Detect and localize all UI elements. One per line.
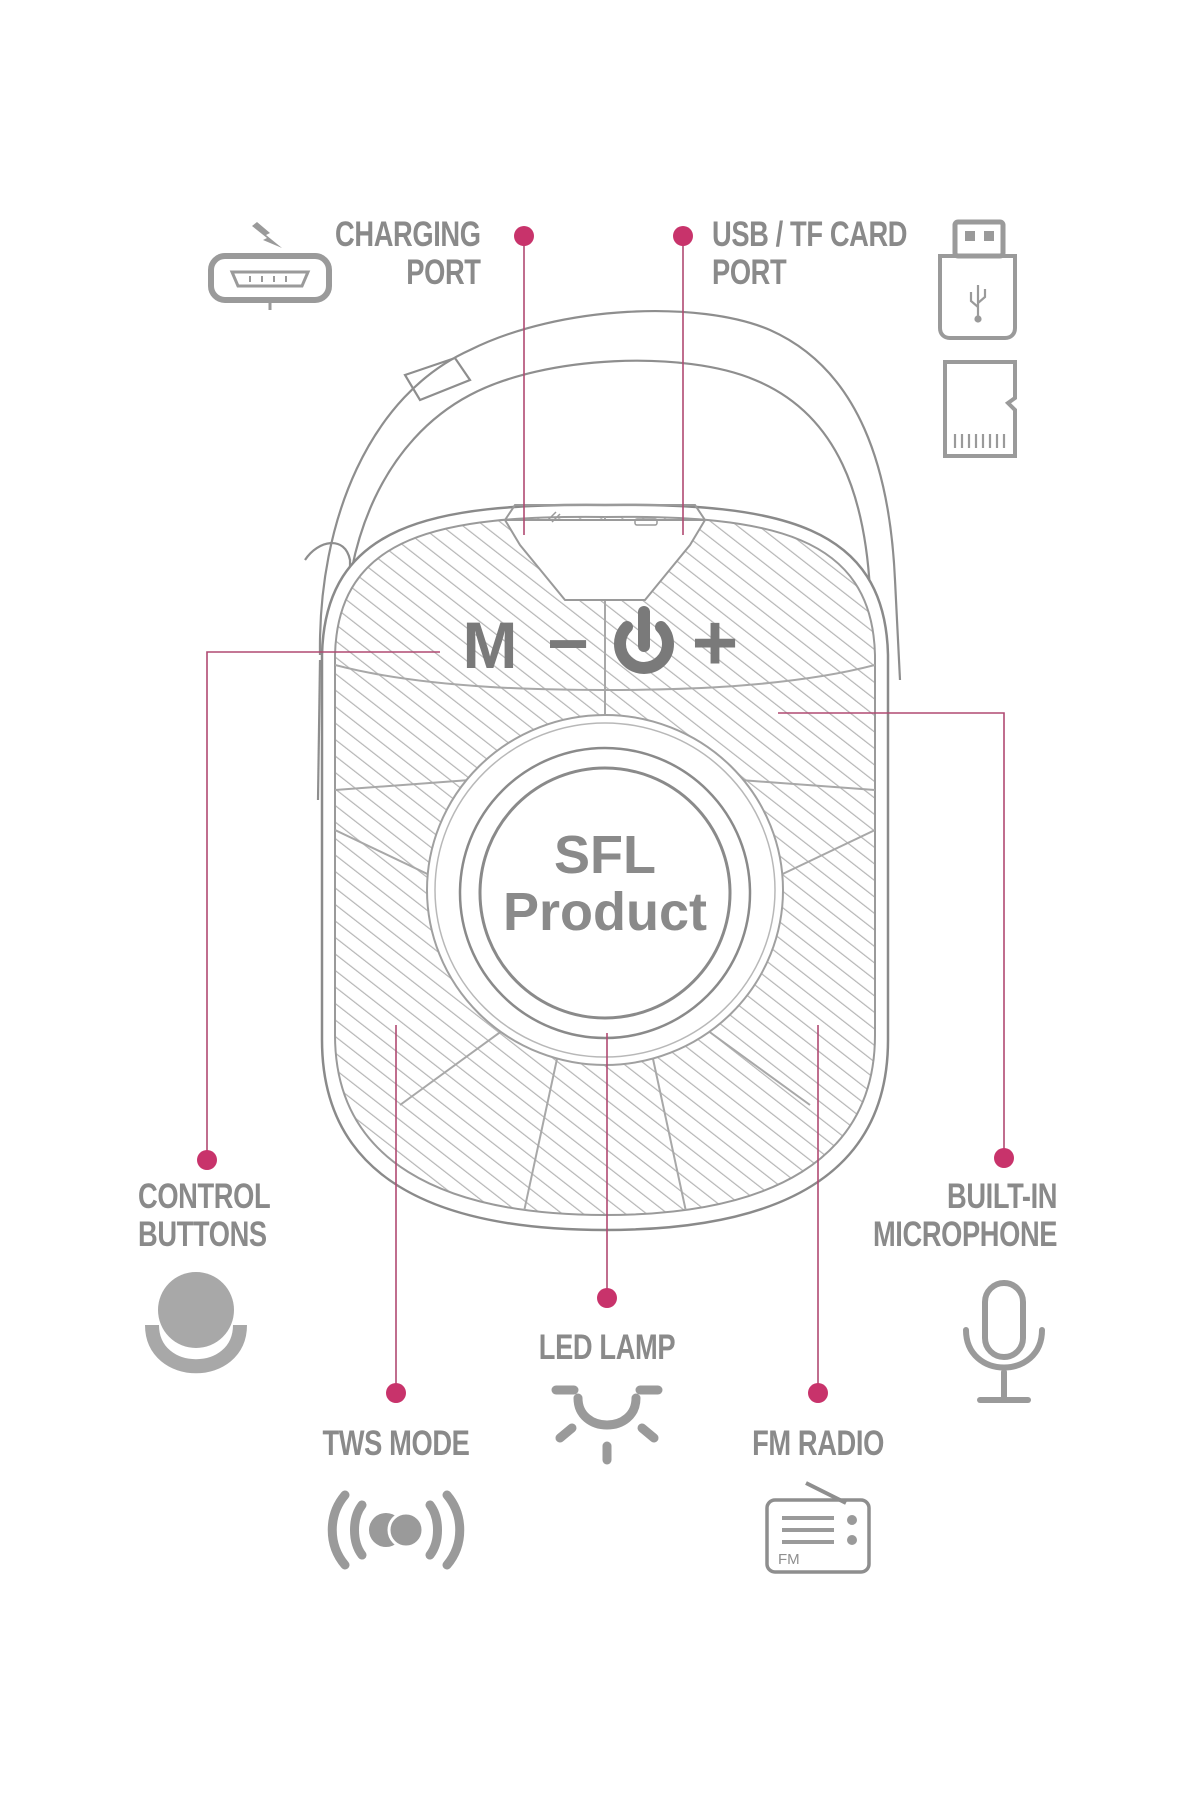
microphone-label-line1: BUILT-IN [946,1177,1058,1216]
charging-port-dot [514,226,534,246]
microphone-label-line2: MICROPHONE [872,1215,1058,1254]
tws-mode-label: TWS MODE [279,1425,513,1463]
microphone-dot [994,1148,1014,1168]
callout-dots [197,226,1014,1403]
usb-port-dot [673,226,693,246]
tws-mode-label-line1: TWS MODE [322,1424,470,1463]
radio-icon: FM [765,1481,871,1574]
power-icon[interactable] [614,606,674,674]
usb-tf-port-label-line2: PORT [712,253,787,292]
lamp-icon [551,1385,663,1465]
tiny-bolt-icon [547,511,561,523]
microphone-icon [963,1280,1045,1403]
fm-badge-text: FM [778,1551,800,1568]
led-lamp-label: LED LAMP [490,1329,724,1367]
brand-line-2: Product [503,882,707,942]
led-lamp-label-line1: LED LAMP [538,1328,676,1367]
usb-tf-port-label: USB / TF CARD PORT [712,215,908,292]
tws-mode-dot [386,1383,406,1403]
charging-port-label-line1: CHARGING [335,215,481,254]
control-buttons-label-line2: BUTTONS [138,1215,267,1254]
center-badge: SFL Product [426,714,784,1066]
led-lamp-dot [597,1288,617,1308]
charging-port-label: CHARGING PORT [335,216,481,292]
control-buttons-leader [206,651,440,1160]
control-buttons-label: CONTROL BUTTONS [138,1177,271,1254]
button-icon [145,1272,247,1374]
usb-tf-port-label-line1: USB / TF CARD [712,215,908,254]
mode-button[interactable]: M [463,608,518,682]
micro-sd-card-icon [943,360,1017,458]
volume-down-button[interactable]: − [547,604,589,684]
fm-radio-label-line1: FM RADIO [752,1424,884,1463]
tiny-port-icon [634,518,658,526]
microphone-label: BUILT-IN MICROPHONE [872,1177,1058,1254]
brand-line-1: SFL [554,825,656,885]
fm-radio-label: FM RADIO [701,1425,935,1463]
micro-usb-port-icon [208,253,332,310]
speaker-body: M − + SFL Product [320,503,890,1232]
charging-port-label-line2: PORT [406,253,482,292]
volume-up-button[interactable]: + [692,598,739,687]
lightning-bolt-icon [252,222,282,248]
fm-radio-dot [808,1383,828,1403]
control-buttons-label-line1: CONTROL [138,1177,271,1216]
callout-lines [206,236,1005,1393]
control-buttons-row: M − + [463,598,739,687]
control-buttons-dot [197,1150,217,1170]
usb-drive-icon [938,219,1017,340]
microphone-leader [778,712,1005,1158]
tws-icon [327,1490,465,1570]
